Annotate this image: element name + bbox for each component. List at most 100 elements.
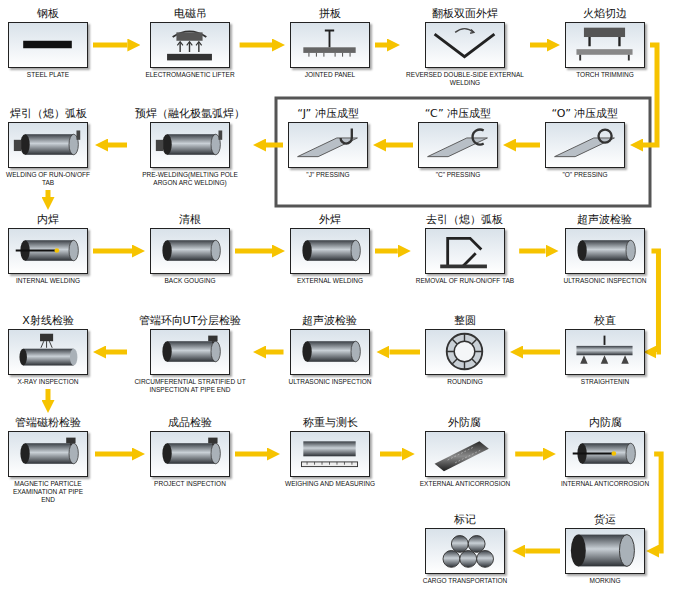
process-step: 超声波检验ULTRASONIC INSPECTION: [562, 213, 649, 285]
step-caption: CIRCUMFERENTIAL STRATIFIED UT INSPECTION…: [132, 378, 248, 394]
process-step: 称重与测长 WEIGHING AND MEASURING: [283, 416, 377, 488]
step-picture: [150, 431, 230, 477]
step-illustration: [9, 23, 86, 66]
step-title: 内防腐: [589, 416, 622, 430]
step-picture: [290, 329, 370, 375]
step-title: “C” 冲压成型: [425, 107, 491, 121]
step-illustration: [566, 529, 643, 572]
step-picture: [150, 329, 230, 375]
step-illustration: [291, 23, 368, 66]
process-step: 超声波检验ULTRASONIC INSPECTION: [287, 314, 374, 386]
step-picture: [565, 22, 645, 68]
step-illustration: [9, 123, 86, 166]
process-step: 校直STRAIGHTENIN: [563, 314, 647, 386]
flow-arrow: [654, 454, 661, 551]
step-illustration: [426, 432, 503, 475]
step-illustration: [151, 330, 228, 373]
step-caption: BACK GOUGING: [165, 277, 216, 285]
step-title: 钢板: [37, 7, 59, 21]
flow-arrow: [46, 190, 51, 197]
step-caption: STEEL PLATE: [27, 71, 69, 79]
step-illustration: [291, 330, 368, 373]
step-picture: [545, 122, 625, 168]
step-caption: STRAIGHTENIN: [581, 378, 629, 386]
process-step: 翻板双面外焊REVERSED DOUBLE-SIDE EXTERNAL WELD…: [403, 7, 527, 87]
step-illustration: [291, 432, 368, 475]
step-caption: WEIGHING AND MEASURING: [285, 480, 375, 488]
step-caption: PROJECT INSPECTION: [154, 480, 226, 488]
flow-arrow: [386, 143, 413, 148]
step-illustration: [419, 123, 496, 166]
process-step: 整圆ROUNDING: [423, 314, 507, 386]
step-title: X射线检验: [22, 314, 74, 328]
step-caption: MAGNETIC PARTICLE EXAMINATION AT PIPE EN…: [6, 480, 90, 504]
step-title: “J” 冲压成型: [297, 107, 358, 121]
process-step: 电磁吊ELECTROMAGNETIC LIFTER: [143, 7, 236, 79]
step-picture: [565, 228, 645, 274]
step-illustration: [291, 229, 368, 272]
step-illustration: [151, 123, 228, 166]
press-group-frame: [276, 98, 650, 206]
step-illustration: [566, 229, 643, 272]
step-caption: MORKING: [589, 577, 620, 585]
step-title: 焊引（熄）弧板: [10, 107, 87, 121]
flow-arrow: [235, 452, 267, 457]
process-step: 清根BACK GOUGING: [148, 213, 232, 285]
process-step: 内防腐INTERNAL ANTICORROSION: [559, 416, 651, 488]
flow-arrow: [266, 143, 283, 148]
step-title: 称重与测长: [303, 416, 358, 430]
flow-arrow: [93, 43, 127, 48]
step-picture: [150, 122, 230, 168]
flow-arrow: [46, 389, 51, 400]
step-title: 管端磁粉检验: [15, 416, 81, 430]
step-illustration: [546, 123, 623, 166]
step-picture: [565, 329, 645, 375]
process-step: “O” 冲压成型"O" PRESSING: [543, 107, 627, 179]
step-title: 去引（熄）弧板: [426, 213, 503, 227]
flow-arrow: [530, 43, 547, 48]
process-step: “C” 冲压成型"C" PRESSING: [416, 107, 500, 179]
step-caption: PRE-WELDING(MELTING POLE ARGON ARC WELDI…: [132, 171, 248, 187]
step-picture: [8, 431, 88, 477]
process-step: 预焊（融化极氩弧焊）PRE-WELDING(MELTING POLE ARGON…: [130, 107, 250, 187]
flow-arrow: [651, 251, 658, 352]
step-title: 内焊: [37, 213, 59, 227]
process-step: 拼板 JOINTED PANEL: [288, 7, 372, 79]
step-title: 外焊: [319, 213, 341, 227]
step-illustration: [289, 123, 366, 166]
process-step: “J” 冲压成型"J" PRESSING: [286, 107, 370, 179]
process-step: 管端磁粉检验 MAGNETIC PARTICLE EXAMINATION AT P…: [4, 416, 92, 504]
step-caption: TORCH TRIMMING: [576, 71, 634, 79]
step-picture: [425, 329, 505, 375]
flow-arrow: [375, 43, 387, 48]
process-step: 内焊 INTERNAL WELDING: [6, 213, 90, 285]
step-illustration: [151, 23, 228, 66]
flow-arrow: [106, 350, 127, 355]
step-title: “O” 冲压成型: [552, 107, 619, 121]
step-illustration: [426, 23, 503, 66]
step-picture: [8, 228, 88, 274]
flow-arrow: [266, 350, 284, 355]
process-step: 成品检验 PROJECT INSPECTION: [148, 416, 232, 488]
step-caption: INTERNAL WELDING: [16, 277, 80, 285]
process-step: 焊引（熄）弧板 WELDING OF RUN-ON/OFF TAB: [4, 107, 92, 187]
step-title: 超声波检验: [302, 314, 357, 328]
step-picture: [565, 528, 645, 574]
step-title: 拼板: [319, 7, 341, 21]
step-caption: ELECTROMAGNETIC LIFTER: [145, 71, 234, 79]
flow-arrow: [525, 549, 560, 554]
step-caption: WELDING OF RUN-ON/OFF TAB: [6, 171, 90, 187]
step-picture: [425, 431, 505, 477]
flow-arrow: [515, 452, 543, 457]
process-step: 管端环向UT分层检验 CIRCUMFERENTIAL STRATIFIED UT …: [130, 314, 250, 394]
flow-arrow: [380, 452, 402, 457]
step-illustration: [426, 529, 503, 572]
step-picture: [8, 122, 88, 168]
step-caption: X-RAY INSPECTION: [18, 378, 79, 386]
step-title: 成品检验: [168, 416, 212, 430]
step-title: 管端环向UT分层检验: [139, 314, 242, 328]
step-caption: JOINTED PANEL: [305, 71, 355, 79]
